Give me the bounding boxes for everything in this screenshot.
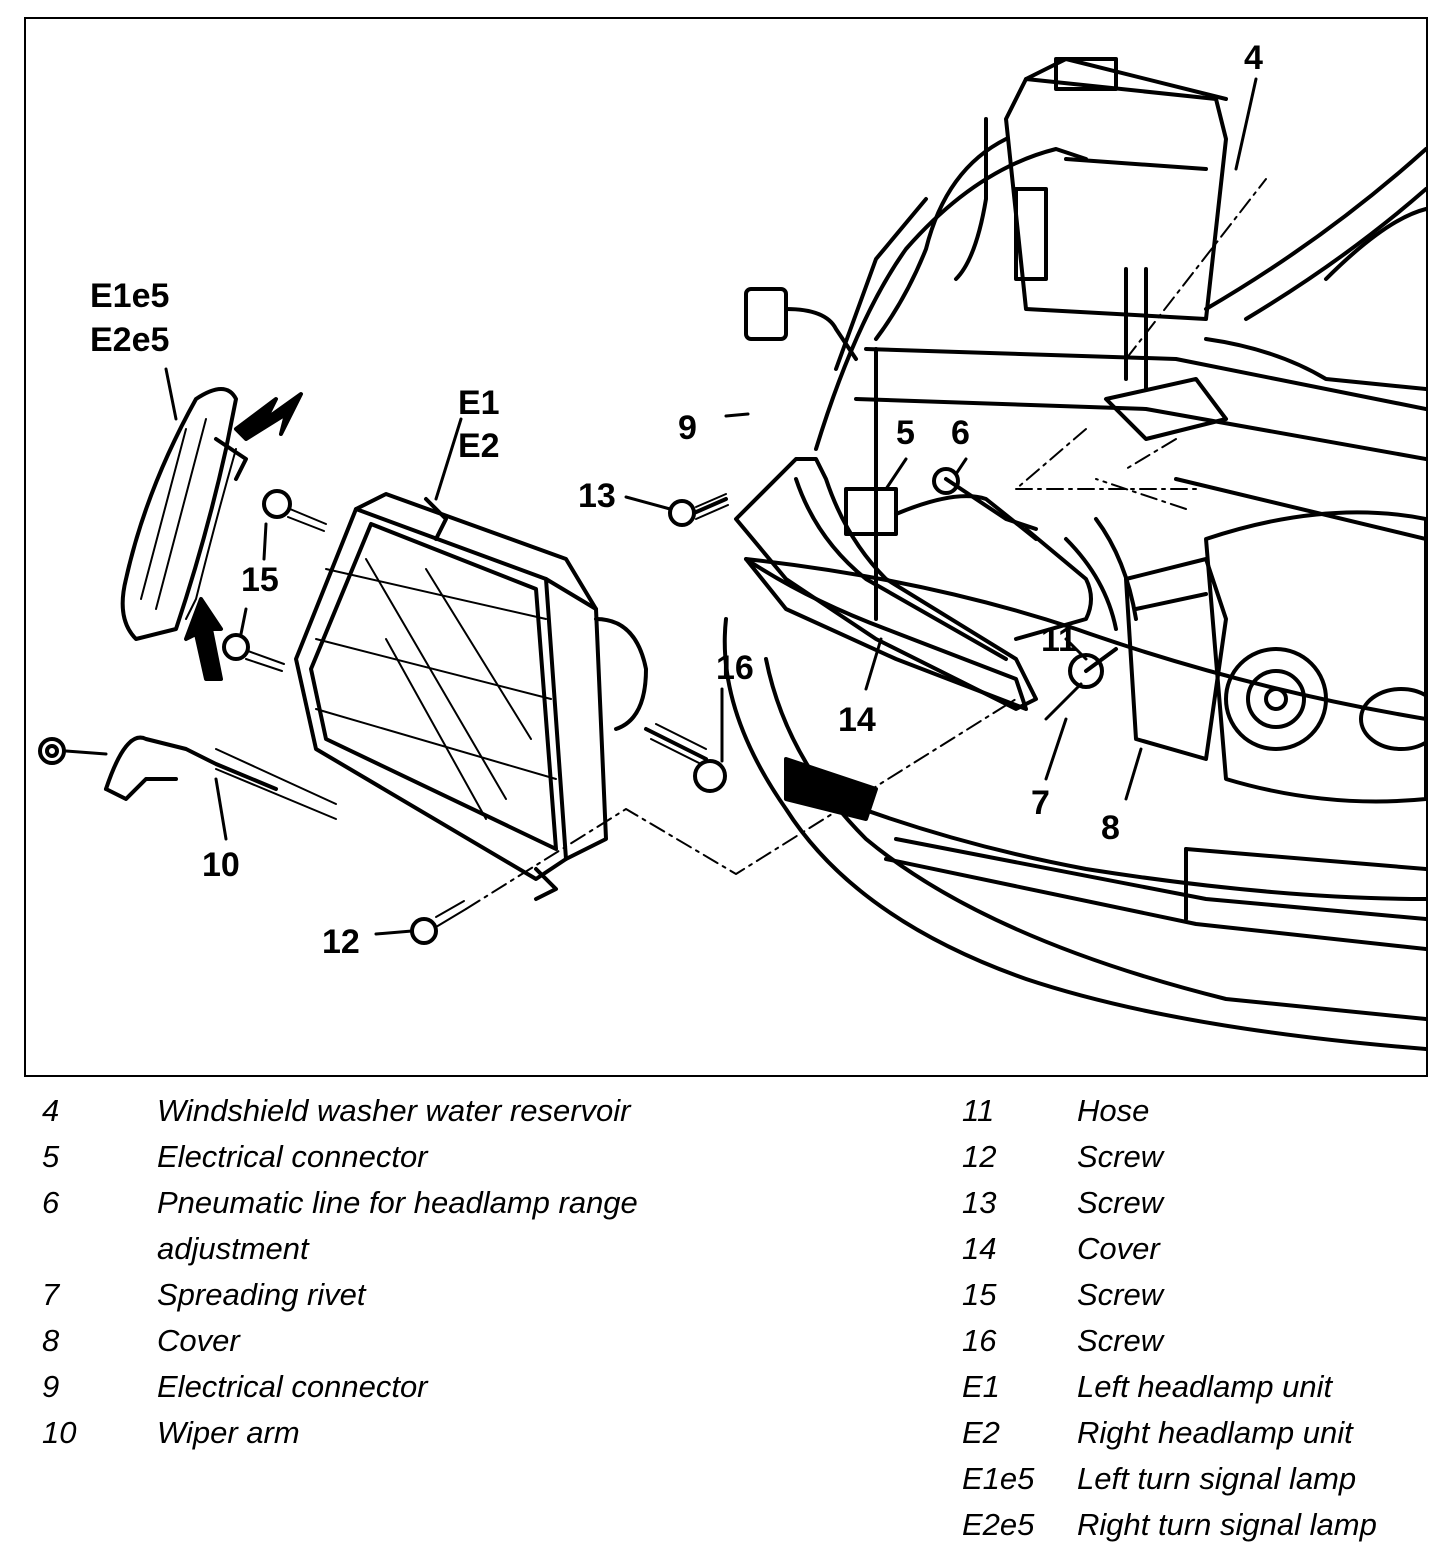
turn-signal-lamp [120,367,248,641]
wiper-arm-10 [38,735,337,841]
screw-12 [374,900,467,945]
callout-8: 8 [1101,809,1120,847]
callout-6: 6 [951,414,970,452]
legend-text: Left turn signal lamp [1077,1461,1357,1496]
legend-text: Electrical connector [157,1369,428,1404]
callout-7: 7 [1031,784,1050,822]
callout-e2e5: E2e5 [90,321,169,359]
installed-headlamp [1204,510,1426,804]
cover-8 [1124,557,1228,761]
callout-14: 14 [838,701,876,739]
callout-13: 13 [578,477,616,515]
legend-row: 9 Electrical connector [42,1364,802,1410]
callout-4: 4 [1244,39,1263,77]
legend-text: Right headlamp unit [1077,1415,1353,1450]
direction-arrows [184,392,303,681]
legend-row: 14 Cover [962,1226,1442,1272]
legend-text: Electrical connector [157,1139,428,1174]
legend-row: 10 Wiper arm [42,1410,802,1456]
pneumatic-line-6 [932,467,1093,641]
legend-text: Wiper arm [157,1415,300,1450]
legend-number: 15 [962,1277,997,1312]
legend-number: 13 [962,1185,997,1220]
legend-text: Screw [1077,1185,1164,1220]
legend-text: Hose [1077,1093,1150,1128]
legend-row: E1 Left headlamp unit [962,1364,1442,1410]
legend-row: 12 Screw [962,1134,1442,1180]
callout-15: 15 [241,561,279,599]
legend-number: 10 [42,1415,77,1450]
legend-row: E2e5 Right turn signal lamp [962,1502,1442,1548]
legend-text: Cover [157,1323,240,1358]
legend-text: Cover [1077,1231,1160,1266]
legend-text: Pneumatic line for headlamp range [157,1185,638,1220]
cover-14 [744,557,1028,711]
callout-10: 10 [202,846,240,884]
callout-e1e5: E1e5 [90,277,169,315]
legend-row: 4 Windshield washer water reservoir [42,1088,802,1134]
legend-number: 5 [42,1139,60,1174]
legend-row: 11 Hose [962,1088,1442,1134]
alignment-lines [465,178,1267,910]
callout-5: 5 [896,414,915,452]
legend-row: 8 Cover [42,1318,802,1364]
electrical-connector-5 [844,487,1038,541]
legend-row: 5 Electrical connector [42,1134,802,1180]
callout-9: 9 [678,409,697,447]
legend-number: 12 [962,1139,997,1174]
legend-number [42,1226,157,1272]
legend-text: Windshield washer water reservoir [157,1093,631,1128]
washer-reservoir [874,57,1228,341]
legend-text: Left headlamp unit [1077,1369,1333,1404]
screw-13 [624,493,729,527]
screws-15 [222,489,327,672]
legend-number: E1 [962,1369,1000,1404]
legend-number: 6 [42,1185,60,1220]
legend-text: Screw [1077,1139,1164,1174]
legend-row: E1e5 Left turn signal lamp [962,1456,1442,1502]
legend-row: adjustment [42,1226,802,1272]
legend-number: 16 [962,1323,997,1358]
callout-16: 16 [716,649,754,687]
callout-e1: E1 [458,384,500,422]
legend-row: E2 Right headlamp unit [962,1410,1442,1456]
legend-row: 16 Screw [962,1318,1442,1364]
rivet-7-hose-11 [1044,517,1138,721]
callout-e2: E2 [458,427,500,465]
legend-number: 7 [42,1277,60,1312]
leader-lines [434,77,1258,801]
diagram-frame: 4 5 6 7 8 9 10 11 12 13 14 15 16 E1 E2 E… [24,17,1428,1077]
legend-number: 14 [962,1231,997,1266]
legend-row: 13 Screw [962,1180,1442,1226]
legend-text: Screw [1077,1277,1164,1312]
legend-row: 15 Screw [962,1272,1442,1318]
screw-16 [644,687,727,793]
legend-row: 6 Pneumatic line for headlamp range [42,1180,802,1226]
headlamp-opening [734,457,1038,711]
legend-text: adjustment [157,1231,309,1266]
legend-number: 4 [42,1093,60,1128]
legend-row: 7 Spreading rivet [42,1272,802,1318]
callout-labels: 4 5 6 7 8 9 10 11 12 13 14 15 16 E1 E2 E… [90,39,1263,961]
legend-number: 9 [42,1369,60,1404]
headlamp-unit-e1-e2 [294,492,648,901]
exploded-view-drawing: 4 5 6 7 8 9 10 11 12 13 14 15 16 E1 E2 E… [38,39,1426,1051]
legend-number: E2 [962,1415,1000,1450]
legend-text: Right turn signal lamp [1077,1507,1377,1542]
callout-12: 12 [322,923,360,961]
legend-text: Spreading rivet [157,1277,366,1312]
legend-text: Screw [1077,1323,1164,1358]
legend-number: 8 [42,1323,60,1358]
engine-compartment [814,147,1426,621]
callout-11: 11 [1041,621,1077,659]
legend-number: E1e5 [962,1461,1035,1496]
legend-number: 11 [962,1093,995,1128]
electrical-connector-9 [744,287,858,361]
legend-number: E2e5 [962,1507,1035,1542]
